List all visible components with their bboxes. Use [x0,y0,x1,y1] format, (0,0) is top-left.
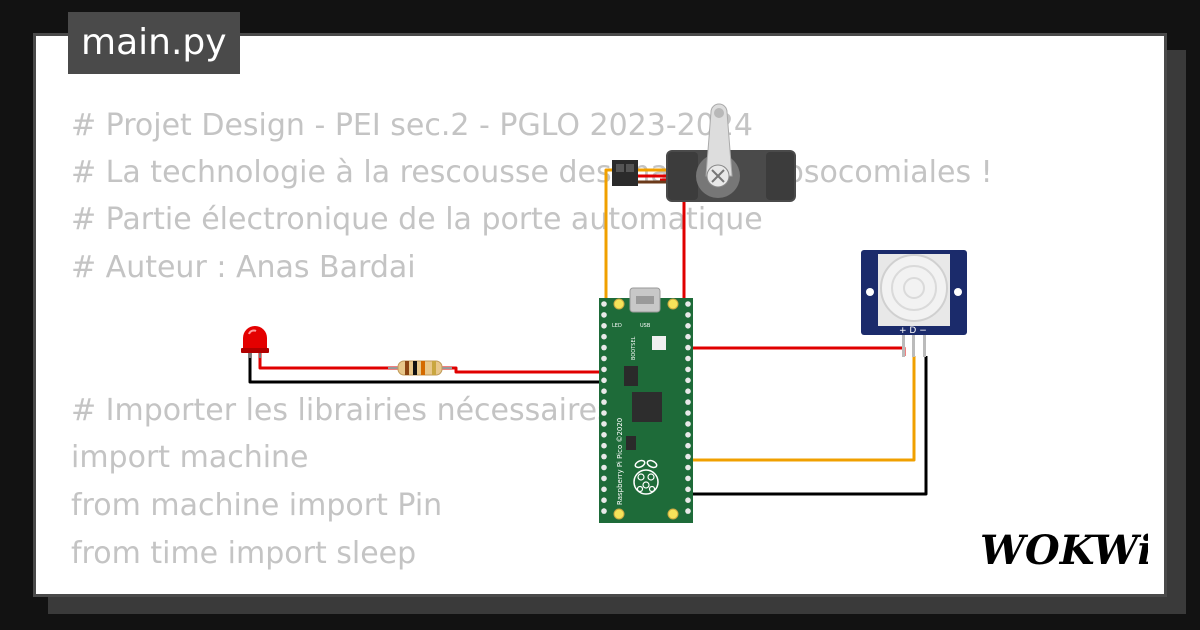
pico-pin-pad[interactable] [685,475,691,482]
pico-pin-pad[interactable] [601,344,607,351]
wire-led-resistor [258,350,400,370]
resistor[interactable] [388,360,452,376]
code-line-9: from machine import Pin [71,488,443,523]
pico-pin-pad[interactable] [601,475,607,482]
pico-pin-pad[interactable] [601,366,607,373]
wire-pir-vcc [688,346,906,356]
pico-pin-pad[interactable] [685,453,691,460]
pico-pin-pad[interactable] [685,388,691,395]
raspberry-pi-pico[interactable]: LED USB BOOTSEL Raspberry Pi Pico ©2020 [599,287,693,523]
pico-led-label: LED [612,323,622,329]
wire-pir-gnd [688,356,928,496]
raspberry-pi-logo-icon [633,459,659,495]
pico-pin-pad[interactable] [601,388,607,395]
pico-pin-pad[interactable] [685,442,691,449]
pico-pin-pad[interactable] [601,453,607,460]
pico-pin-pad[interactable] [685,497,691,504]
pico-pin-pad[interactable] [601,377,607,384]
wokwi-logo[interactable]: WOKWi [976,524,1148,574]
pico-usb-label: USB [640,323,651,329]
pico-pin-pad[interactable] [685,421,691,427]
pico-pin-pad[interactable] [685,333,691,340]
pico-pin-pad[interactable] [685,508,691,514]
code-line-7: # Importer les librairies nécessaires [71,393,613,428]
code-line-8: import machine [71,440,309,475]
pico-board-text: Raspberry Pi Pico ©2020 [616,418,624,505]
pico-pin-pad[interactable] [685,486,691,493]
code-line-4: # Auteur : Anas Bardai [71,250,416,285]
pico-pin-pad[interactable] [685,301,691,307]
red-led[interactable] [241,326,269,358]
pico-pin-pad[interactable] [685,312,691,318]
pico-pin-pad[interactable] [601,312,607,318]
pico-pin-pad[interactable] [601,399,607,405]
pico-pin-pad[interactable] [685,323,691,329]
pico-pin-pad[interactable] [685,432,691,438]
pir-motion-sensor[interactable]: + D − [861,250,967,357]
pico-pin-pad[interactable] [601,497,607,504]
pir-pin-labels: + D − [899,326,927,336]
wires [248,168,928,496]
pico-pin-pad[interactable] [685,410,691,416]
file-tab[interactable]: main.py [68,12,240,74]
pico-pin-pad[interactable] [685,366,691,373]
wire-pir-data [688,356,916,462]
pico-pin-pad[interactable] [601,410,607,416]
code-line-2: # La technologie à la rescousse des mala… [71,155,993,190]
wokwi-logo-text: WOKWi [980,527,1148,574]
pico-pin-pad[interactable] [601,355,607,362]
pico-pin-pad[interactable] [601,442,607,449]
pico-pin-pad[interactable] [601,333,607,340]
pico-pin-pad[interactable] [601,464,607,471]
pico-pin-pad[interactable] [601,421,607,427]
code-line-10: from time import sleep [71,536,417,571]
pico-bootsel-label: BOOTSEL [631,336,637,360]
pico-pin-pad[interactable] [601,486,607,493]
pico-pin-pad[interactable] [685,464,691,471]
pico-pin-pad[interactable] [601,323,607,329]
wire-resistor-pico [440,366,608,374]
wire-led-gnd [248,350,608,384]
pico-pins [601,301,691,514]
pico-pin-pad[interactable] [685,355,691,362]
pico-pin-pad[interactable] [685,344,691,351]
servo-motor[interactable] [612,103,796,202]
pico-pin-pad[interactable] [685,399,691,405]
pico-pin-pad[interactable] [601,508,607,514]
code-line-3: # Partie électronique de la porte automa… [71,202,763,237]
code-line-1: # Projet Design - PEI sec.2 - PGLO 2023-… [71,108,754,143]
pico-pin-pad[interactable] [601,432,607,438]
pico-pin-pad[interactable] [601,301,607,307]
pico-pin-pad[interactable] [685,377,691,384]
